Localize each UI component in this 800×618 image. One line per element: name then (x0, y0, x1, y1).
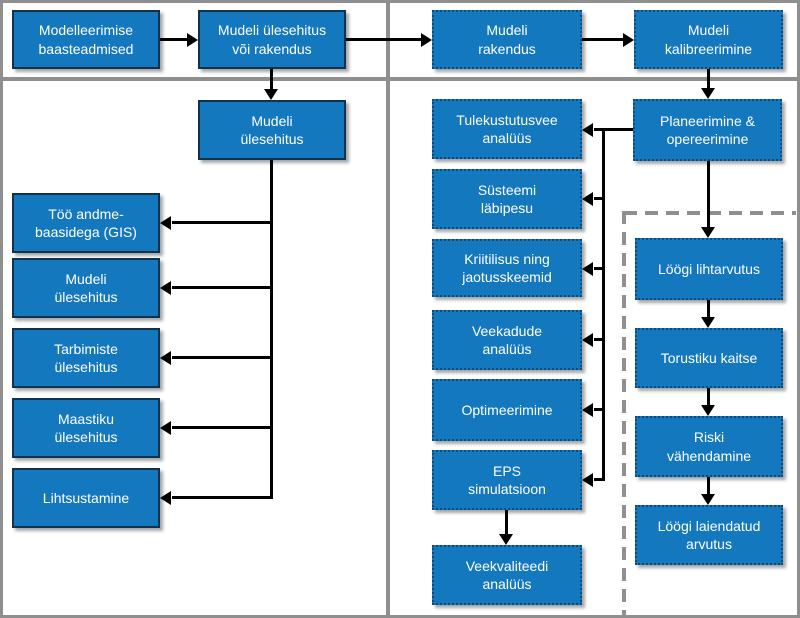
node-label: Mudeli ülesehitus või rakendus (217, 22, 327, 57)
node-label: Modelleerimise baasteadmised (38, 22, 134, 57)
connector-hub-to-tarbimiste (172, 356, 273, 359)
connector-kaitse-to-riski (707, 388, 710, 406)
arrowhead-kalibreerimine-to-planeerimine (701, 88, 715, 99)
node-susteemi-labipesu: Süsteemi läbipesu (432, 169, 582, 229)
node-mudeli-kalibreerimine: Mudeli kalibreerimine (634, 10, 783, 69)
connector-hub-to-maastiku (172, 426, 273, 429)
connector-hub-to-andmebaasid (172, 221, 273, 224)
left-trunk-line (270, 160, 273, 499)
node-label: Tarbimiste ülesehitus (54, 340, 118, 375)
node-label: Lihtsustamine (42, 489, 130, 506)
node-label: Mudeli kalibreerimine (664, 22, 753, 57)
node-label: Mudeli ülesehitus (240, 112, 304, 147)
horizontal-panel-divider (0, 77, 800, 81)
connector-trunk-to-labipesu (594, 197, 605, 200)
node-label: Mudeli ülesehitus (54, 270, 118, 305)
connector-trunk-to-kriitilisus (594, 267, 605, 270)
connector-hub-to-mudeli-ulesehitus (172, 286, 273, 289)
connector-riski-to-laiendatud (707, 477, 710, 495)
node-lihtsustamine: Lihtsustamine (12, 468, 160, 528)
arrowhead-hub-to-tarbimiste (160, 351, 171, 365)
node-label: Töö andme- baasidega (GIS) (35, 205, 137, 240)
arrowhead-rakendus-to-kalibreerimine (623, 33, 634, 47)
node-label: Maastiku ülesehitus (54, 410, 118, 445)
arrowhead-hub-to-lihtsustamine (160, 491, 171, 505)
arrowhead-kaitse-to-riski (701, 405, 715, 416)
connector-ulesehitus-to-rakendus (346, 38, 422, 41)
arrowhead-planeerimine-to-tulekustutusvee (582, 123, 593, 137)
node-veekadude-analuus: Veekadude analüüs (432, 310, 582, 370)
arrowhead-trunk-to-kriitilisus (582, 262, 593, 276)
connector-eps-to-veekvaliteedi (505, 510, 508, 535)
connector-kalibreerimine-to-planeerimine (707, 69, 710, 89)
node-optimeerimine: Optimeerimine (432, 379, 582, 441)
arrowhead-ulesehitus-to-rakendus (421, 33, 432, 47)
arrowhead-trunk-to-eps (582, 473, 593, 487)
arrowhead-riski-to-laiendatud (701, 494, 715, 505)
node-planeerimine-opereerimine: Planeerimine & opereerimine (633, 99, 782, 161)
connector-hub-to-lihtsustamine (172, 496, 273, 499)
node-mudeli-ulesehitus: Mudeli ülesehitus (12, 258, 160, 318)
node-loogi-lihtarvutus: Löögi lihtarvutus (635, 238, 783, 300)
dashed-group-left-border (622, 211, 626, 615)
node-mudeli-ulesehitus-hub: Mudeli ülesehitus (198, 100, 346, 160)
connector-trunk-to-eps (594, 478, 605, 481)
node-too-andmebaasidega-gis: Töö andme- baasidega (GIS) (12, 193, 160, 253)
node-maastiku-ulesehitus: Maastiku ülesehitus (12, 398, 160, 458)
node-label: Kriitilisus ning jaotusskeemid (462, 250, 552, 285)
node-torustiku-kaitse: Torustiku kaitse (635, 328, 783, 388)
connector-ulesehitus-to-hub (270, 69, 273, 90)
connector-rakendus-to-kalibreerimine (582, 38, 624, 41)
node-label: Löögi lihtarvutus (658, 260, 760, 277)
node-kriitilisus-jaotusskeemid: Kriitilisus ning jaotusskeemid (432, 239, 582, 297)
node-mudeli-ulesehitus-voi-rakendus: Mudeli ülesehitus või rakendus (198, 10, 346, 69)
node-tulekustutusvee-analuus: Tulekustutusvee analüüs (432, 99, 582, 159)
arrowhead-baasteadmised-to-ulesehitus (187, 33, 198, 47)
node-label: Mudeli rakendus (478, 22, 536, 57)
node-eps-simulatsioon: EPS simulatsioon (432, 450, 582, 510)
arrowhead-hub-to-maastiku (160, 421, 171, 435)
node-tarbimiste-ulesehitus: Tarbimiste ülesehitus (12, 328, 160, 388)
node-label: Veekvaliteedi analüüs (465, 557, 549, 592)
arrowhead-trunk-to-optimeerimine (582, 403, 593, 417)
node-label: Optimeerimine (461, 401, 553, 418)
node-mudeli-rakendus: Mudeli rakendus (432, 10, 582, 69)
node-label: Tulekustutusvee analüüs (456, 111, 558, 146)
arrowhead-eps-to-veekvaliteedi (499, 534, 513, 545)
connector-baasteadmised-to-ulesehitus (160, 38, 188, 41)
node-label: Torustiku kaitse (660, 349, 758, 366)
connector-trunk-to-veekadude (594, 338, 605, 341)
arrowhead-hub-to-mudeli-ulesehitus (160, 281, 171, 295)
node-label: Planeerimine & opereerimine (660, 112, 755, 147)
node-veekvaliteedi-analuus: Veekvaliteedi analüüs (432, 545, 582, 605)
arrowhead-ulesehitus-to-hub (264, 89, 278, 100)
right-trunk-line (602, 128, 605, 481)
node-label: Veekadude analüüs (471, 322, 543, 357)
node-label: EPS simulatsioon (468, 462, 546, 497)
connector-trunk-to-optimeerimine (594, 408, 605, 411)
arrowhead-planeerimine-to-lihtarvutus (701, 227, 715, 238)
dashed-group-top-border (624, 211, 796, 215)
connector-planeerimine-to-lihtarvutus (707, 161, 710, 228)
arrowhead-lihtarvutus-to-kaitse (701, 317, 715, 328)
connector-lihtarvutus-to-kaitse (707, 300, 710, 318)
connector-planeerimine-to-tulekustutusvee (594, 128, 633, 131)
node-modelleerimise-baasteadmised: Modelleerimise baasteadmised (12, 10, 160, 69)
node-label: Riski vähendamine (666, 429, 752, 464)
node-loogi-laiendatud-arvutus: Löögi laiendatud arvutus (635, 505, 783, 565)
node-label: Süsteemi läbipesu (477, 181, 537, 216)
node-label: Löögi laiendatud arvutus (657, 517, 761, 552)
vertical-panel-divider (386, 0, 390, 618)
arrowhead-trunk-to-veekadude (582, 333, 593, 347)
arrowhead-hub-to-andmebaasid (160, 216, 171, 230)
node-riski-vahendamine: Riski vähendamine (635, 416, 783, 477)
arrowhead-trunk-to-labipesu (582, 192, 593, 206)
